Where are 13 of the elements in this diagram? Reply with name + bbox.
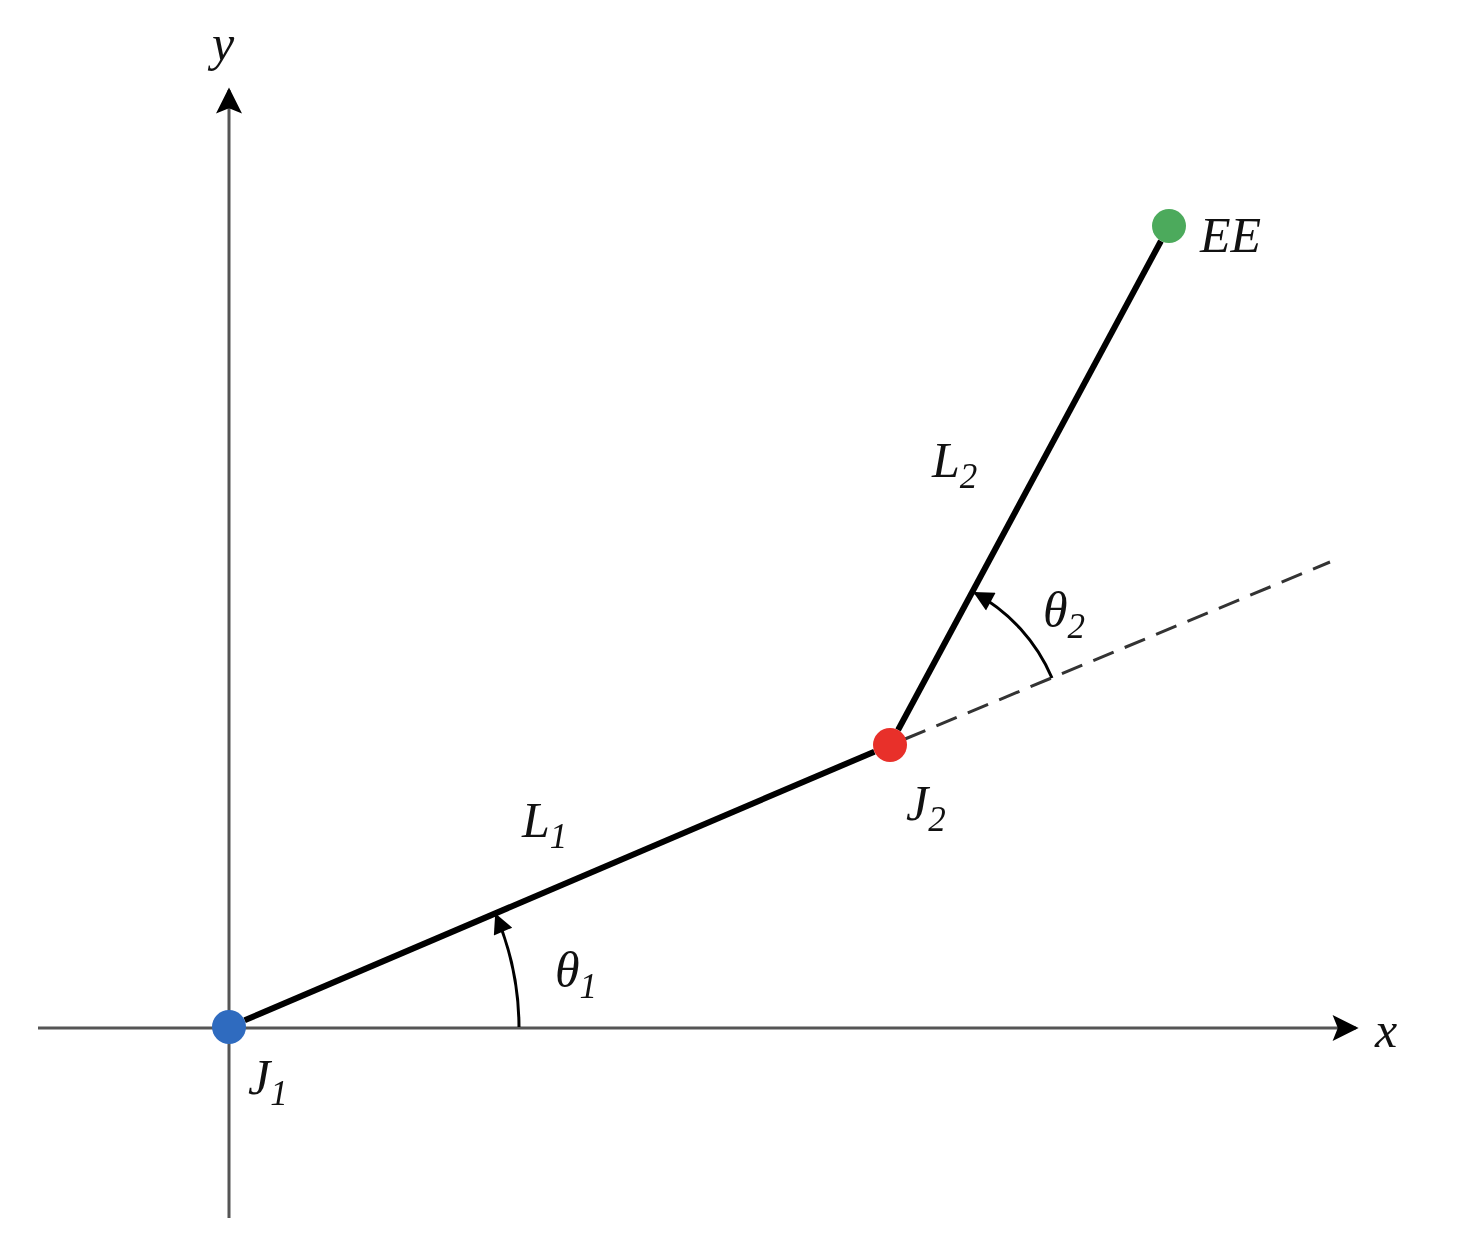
link-line	[243, 748, 876, 1024]
joint-dot	[873, 728, 907, 762]
joint-label: J$_{2}$	[906, 778, 946, 837]
joint-label: J$_{1}$	[248, 1052, 288, 1111]
joint-label: EE	[1200, 210, 1262, 260]
link-label: L$_{1}$	[522, 795, 568, 854]
joint-dot	[1152, 209, 1186, 243]
link-line	[895, 239, 1164, 732]
axis-label: x	[1375, 1005, 1398, 1055]
axis-label: θ$_{2}$	[1043, 585, 1086, 644]
axis-label: θ$_{1}$	[555, 945, 598, 1004]
link-label: L$_{2}$	[932, 435, 978, 494]
joint-dot	[212, 1010, 246, 1044]
